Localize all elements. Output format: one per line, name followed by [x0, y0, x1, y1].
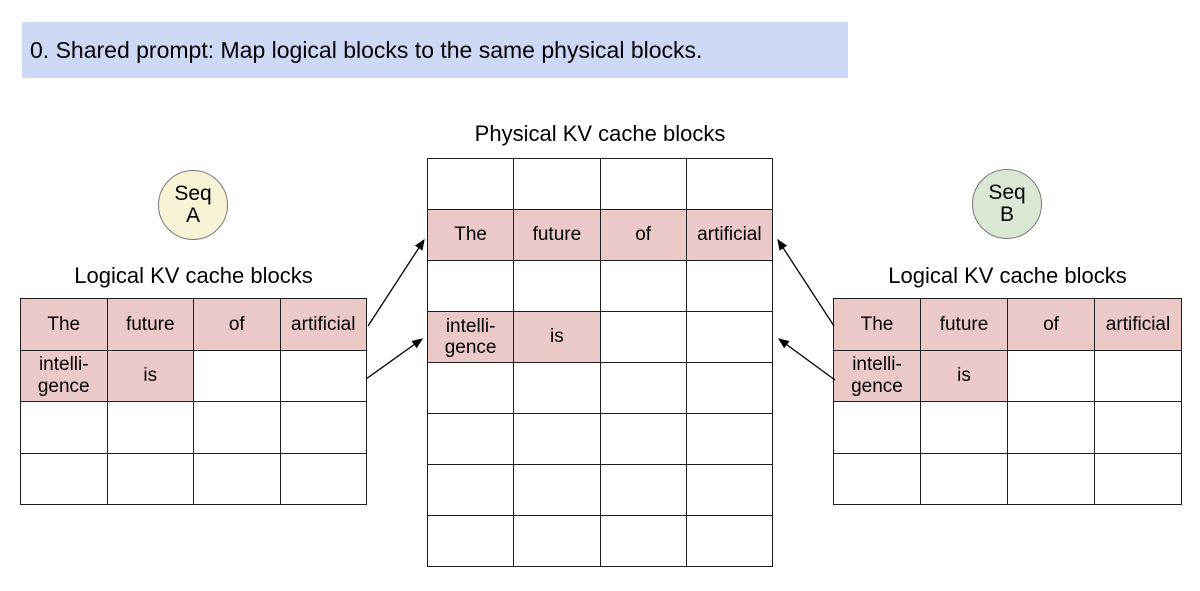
seq-a-label-line1: Seq — [174, 181, 212, 205]
physical-cell-r2-c1 — [514, 261, 601, 312]
step-banner-text: 0. Shared prompt: Map logical blocks to … — [30, 36, 703, 63]
arrow-logical-a-row1-to-physical-row3 — [365, 338, 424, 380]
physical-cell-r5-c1 — [514, 414, 601, 465]
logical-a-cell-r0-c2: of — [194, 299, 281, 351]
logical-b-table-title: Logical KV cache blocks — [888, 263, 1127, 288]
logical-a-cell-r3-c2 — [194, 453, 281, 505]
logical-a-cell-r2-c2 — [194, 402, 281, 454]
logical-a-cell-r1-c1: is — [107, 350, 194, 402]
physical-cell-r1-c0: The — [428, 210, 515, 261]
physical-cell-r1-c3: artificial — [686, 210, 773, 261]
physical-cell-r2-c2 — [600, 261, 687, 312]
logical-a-cell-r0-c3: artificial — [280, 299, 367, 351]
physical-cell-r3-c0: intelli- gence — [428, 312, 515, 363]
physical-cell-r4-c0 — [428, 363, 515, 414]
logical-a-cell-r3-c1 — [107, 453, 194, 505]
physical-cell-r0-c0 — [428, 159, 515, 210]
physical-cell-r7-c3 — [686, 516, 773, 567]
physical-cell-r5-c0 — [428, 414, 515, 465]
physical-cell-r2-c3 — [686, 261, 773, 312]
logical-a-cell-r2-c0 — [21, 402, 108, 454]
logical-b-cell-r1-c3 — [1095, 350, 1182, 402]
logical-b-cell-r1-c0: intelli- gence — [834, 350, 921, 402]
logical-a-cell-r3-c0 — [21, 453, 108, 505]
logical-b-cell-r1-c2 — [1008, 350, 1095, 402]
logical-a-cell-r1-c2 — [194, 350, 281, 402]
logical-b-cell-r2-c2 — [1008, 402, 1095, 454]
physical-cell-r2-c0 — [428, 261, 515, 312]
logical-b-cell-r0-c3: artificial — [1095, 299, 1182, 351]
arrow-logical-b-row1-to-physical-row3 — [777, 338, 836, 381]
seq-b-label-line2: B — [999, 203, 1014, 226]
physical-cell-r0-c1 — [514, 159, 601, 210]
logical-a-table-title: Logical KV cache blocks — [74, 263, 313, 288]
logical-b-cell-r0-c1: future — [921, 299, 1008, 351]
physical-cell-r1-c1: future — [514, 210, 601, 261]
logical-a-cell-r1-c0: intelli- gence — [21, 350, 108, 402]
seq-b-label-line1: Seq — [988, 180, 1026, 204]
logical-a-cell-r1-c3 — [280, 350, 367, 402]
logical-a-cell-r2-c3 — [280, 402, 367, 454]
physical-cell-r4-c2 — [600, 363, 687, 414]
logical-a-cell-r2-c1 — [107, 402, 194, 454]
logical-b-cell-r2-c1 — [921, 402, 1008, 454]
logical-a-cell-r0-c0: The — [21, 299, 108, 351]
physical-cell-r6-c0 — [428, 465, 515, 516]
physical-cell-r1-c2: of — [600, 210, 687, 261]
logical-b-cell-r0-c2: of — [1008, 299, 1095, 351]
physical-cell-r0-c2 — [600, 159, 687, 210]
logical-b-cell-r3-c2 — [1008, 453, 1095, 505]
logical-b-cell-r0-c0: The — [834, 299, 921, 351]
seq-b-badge: Seq B — [972, 169, 1042, 239]
step-banner: 0. Shared prompt: Map logical blocks to … — [22, 22, 848, 78]
physical-cell-r3-c1: is — [514, 312, 601, 363]
physical-cell-r4-c1 — [514, 363, 601, 414]
physical-cell-r3-c3 — [686, 312, 773, 363]
logical-b-cell-r3-c1 — [921, 453, 1008, 505]
physical-cell-r5-c3 — [686, 414, 773, 465]
physical-cell-r7-c0 — [428, 516, 515, 567]
logical-b-cell-r3-c3 — [1095, 453, 1182, 505]
seq-a-badge: Seq A — [158, 170, 228, 240]
logical-a-cell-r0-c1: future — [107, 299, 194, 351]
seq-a-label-line2: A — [185, 204, 200, 227]
physical-cell-r7-c1 — [514, 516, 601, 567]
logical-b-cell-r2-c3 — [1095, 402, 1182, 454]
physical-cell-r0-c3 — [686, 159, 773, 210]
physical-cell-r6-c3 — [686, 465, 773, 516]
physical-table-title: Physical KV cache blocks — [474, 121, 726, 146]
logical-b-cell-r2-c0 — [834, 402, 921, 454]
physical-cell-r5-c2 — [600, 414, 687, 465]
arrow-logical-b-row0-to-physical-row1 — [777, 238, 835, 327]
logical-b-cell-r3-c0 — [834, 453, 921, 505]
physical-cell-r6-c1 — [514, 465, 601, 516]
physical-cell-r4-c3 — [686, 363, 773, 414]
physical-cell-r6-c2 — [600, 465, 687, 516]
physical-cell-r7-c2 — [600, 516, 687, 567]
logical-a-cell-r3-c3 — [280, 453, 367, 505]
logical-b-cell-r1-c1: is — [921, 350, 1008, 402]
physical-cell-r3-c2 — [600, 312, 687, 363]
arrow-logical-a-row0-to-physical-row1 — [367, 238, 425, 327]
